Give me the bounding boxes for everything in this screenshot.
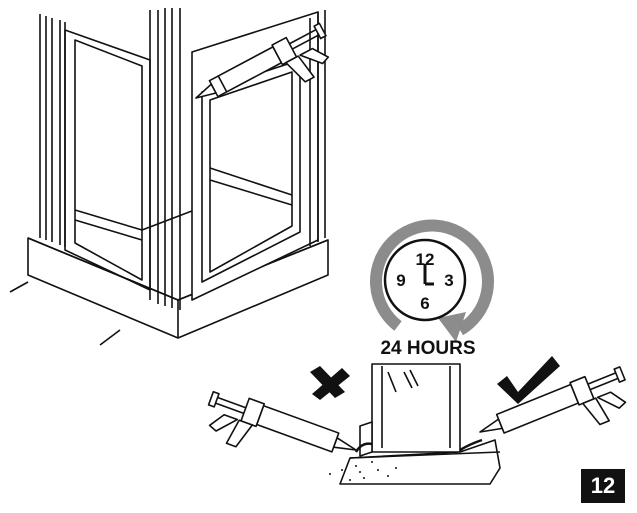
tray-texture	[329, 461, 397, 481]
step-number-badge: 12	[581, 469, 625, 503]
shower-tray	[9, 237, 329, 346]
seal-bead-left	[354, 442, 373, 453]
clock-number-6: 6	[420, 294, 429, 313]
caulk-gun-right	[479, 366, 627, 434]
clock-number-3: 3	[444, 271, 453, 290]
corner-post	[149, 8, 181, 310]
seal-bead-right	[459, 438, 483, 452]
left-glass-panel	[39, 14, 206, 291]
clock-24-hours: 12 3 6 9 24 HOURS	[370, 219, 494, 359]
arrow-head	[438, 312, 466, 342]
caulk-gun-wrong	[207, 390, 357, 453]
circular-arrow-icon	[370, 219, 494, 336]
duration-label: 24 HOURS	[380, 338, 475, 359]
cross-mark-icon	[310, 366, 350, 400]
clock-number-12: 12	[416, 250, 435, 269]
check-mark-icon	[497, 356, 560, 404]
caulk-gun-top	[195, 22, 330, 99]
seal-detail	[329, 363, 501, 485]
clock-number-9: 9	[396, 271, 405, 290]
